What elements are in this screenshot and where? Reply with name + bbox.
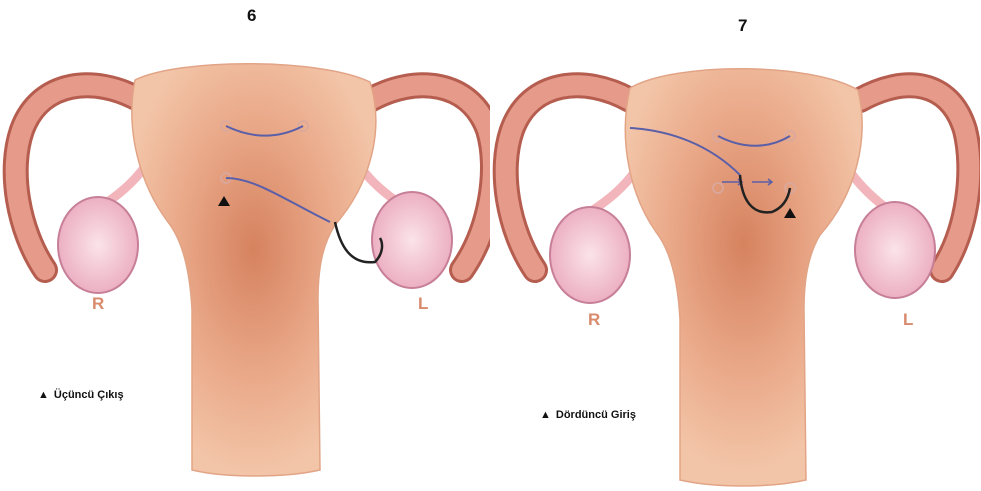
legend: ▲ Dördüncü Giriş — [540, 409, 636, 421]
uterus-body — [132, 64, 376, 476]
panel-step-7: 7 R L ▲ Dördüncü Giriş — [490, 0, 980, 491]
left-side-label: L — [418, 294, 428, 314]
right-ovary — [550, 207, 630, 303]
left-side-label: L — [903, 310, 913, 330]
right-ovary — [58, 197, 138, 293]
uterus-illustration — [0, 0, 490, 491]
legend-text: Dördüncü Giriş — [556, 409, 636, 421]
left-ovary — [855, 202, 935, 298]
left-ovary — [372, 192, 452, 288]
step-number: 7 — [738, 16, 747, 36]
triangle-marker-icon: ▲ — [38, 389, 49, 401]
legend: ▲ Üçüncü Çıkış — [38, 389, 124, 401]
panel-step-6: 6 R L ▲ Üçüncü Çıkış — [0, 0, 490, 491]
triangle-marker-icon: ▲ — [540, 409, 551, 421]
legend-text: Üçüncü Çıkış — [54, 389, 124, 401]
right-side-label: R — [588, 310, 600, 330]
step-number: 6 — [247, 6, 256, 26]
right-side-label: R — [92, 294, 104, 314]
